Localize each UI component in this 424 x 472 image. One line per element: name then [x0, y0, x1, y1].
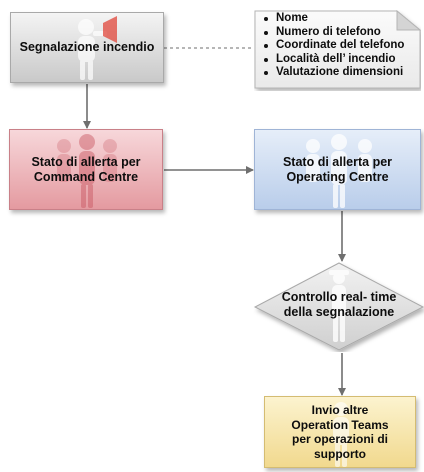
node-realtime-check: Controllo real- time della segnalazione	[253, 262, 424, 352]
node-command-centre-label: Stato di allerta per Command Centre	[31, 154, 141, 184]
person-binoculars-icon	[329, 270, 349, 342]
note-item: Nome	[263, 12, 404, 26]
info-note: Nome Numero di telefono Coordinate del t…	[254, 10, 421, 91]
node-command-centre: Stato di allerta per Command Centre	[9, 129, 163, 210]
node-operating-centre: Stato di allerta per Operating Centre	[254, 129, 421, 210]
node-realtime-check-label: Controllo real- time della segnalazione	[281, 290, 397, 319]
note-list: Nome Numero di telefono Coordinate del t…	[254, 12, 404, 80]
decision-diamond	[253, 262, 424, 351]
note-item: Numero di telefono	[263, 26, 404, 40]
node-send-teams-label: Invio altre Operation Teams per operazio…	[291, 403, 389, 461]
note-item: Valutazione dimensioni	[263, 66, 404, 78]
node-fire-report-label: Segnalazione incendio	[19, 40, 155, 54]
node-send-teams: Invio altre Operation Teams per operazio…	[264, 396, 416, 468]
note-shape	[254, 10, 421, 89]
node-fire-report: Segnalazione incendio	[10, 12, 164, 83]
note-item: Località dell’ incendio	[263, 53, 404, 67]
note-item: Coordinate del telefono	[263, 39, 405, 51]
node-operating-centre-label: Stato di allerta per Operating Centre	[282, 154, 393, 184]
